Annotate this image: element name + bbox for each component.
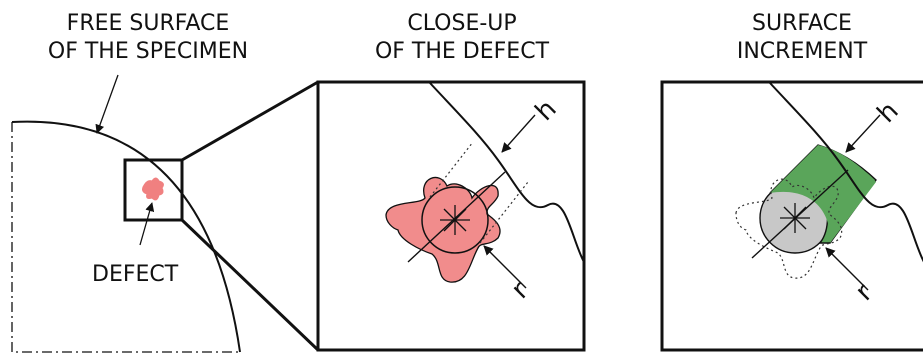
closeup-panel: CLOSE-UP OF THE DEFECT h (316, 11, 586, 352)
small-defect-shape (142, 177, 164, 201)
closeup-dotted-tangent-1 (429, 141, 474, 198)
increment-free-surface (769, 82, 923, 263)
closeup-title-line1: CLOSE-UP (407, 11, 516, 36)
increment-title-line1: SURFACE (752, 11, 852, 36)
increment-region-body (770, 145, 876, 243)
increment-h-arrow (845, 114, 881, 153)
surface-leader-line (95, 74, 119, 134)
increment-r-arrow (825, 247, 869, 291)
closeup-title-line2: OF THE DEFECT (375, 39, 550, 64)
closeup-h-arrow (501, 114, 536, 153)
specimen-free-surface (11, 120, 241, 353)
zoom-line-top (181, 80, 319, 162)
defect-label: DEFECT (92, 262, 179, 287)
defect-leader-line (139, 202, 155, 246)
closeup-r-arrow (483, 245, 527, 289)
closeup-center-cross-4 (443, 208, 467, 232)
increment-panel: SURFACE INCREMENT h r (660, 11, 923, 352)
defect-closeup-box (123, 158, 184, 222)
specimen-title-line2: OF THE SPECIMEN (48, 39, 248, 64)
closeup-equivalent-circle (421, 186, 489, 254)
specimen-panel: FREE SURFACE OF THE SPECIMEN DEFECT (11, 11, 320, 353)
specimen-symmetry-boundary (11, 122, 240, 353)
closeup-free-surface (429, 82, 584, 263)
closeup-frame (316, 80, 586, 352)
increment-diagonal-axis (751, 169, 849, 259)
increment-title-line2: INCREMENT (737, 39, 868, 64)
specimen-title-line1: FREE SURFACE (67, 11, 230, 36)
closeup-diagonal-axis (407, 171, 506, 263)
increment-defect-outline (735, 178, 843, 279)
zoom-line-bottom (180, 218, 320, 352)
